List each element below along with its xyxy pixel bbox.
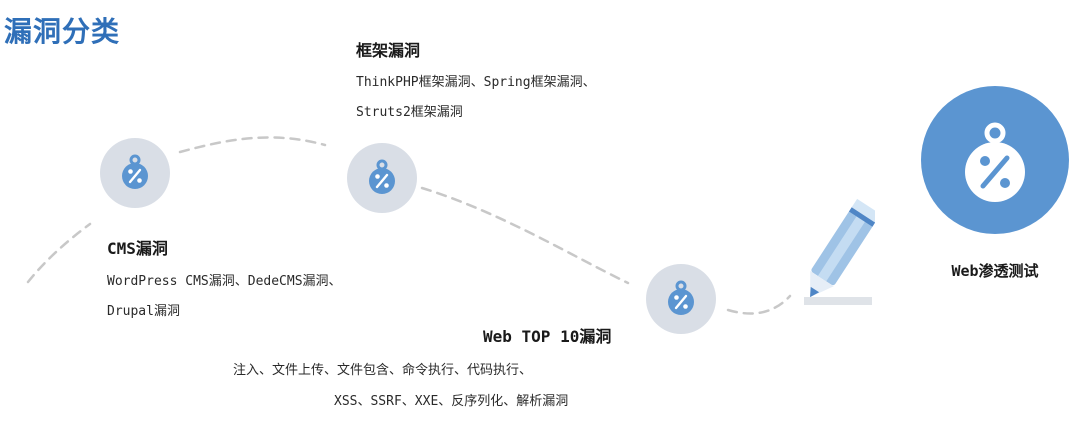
pencil-icon <box>804 198 875 305</box>
percent-bag-icon <box>369 159 395 194</box>
framework-node <box>347 143 417 213</box>
goal-label: Web渗透测试 <box>951 262 1039 280</box>
percent-bag-icon <box>668 280 694 315</box>
page-title: 漏洞分类 <box>4 15 121 48</box>
percent-bag-icon <box>965 122 1025 202</box>
cms-desc-line-1: WordPress CMS漏洞、DedeCMS漏洞、 <box>107 274 342 289</box>
framework-desc-line-1: ThinkPHP框架漏洞、Spring框架漏洞、 <box>356 75 596 90</box>
web-top10-heading: Web TOP 10漏洞 <box>483 327 612 346</box>
web-top10-desc-line-1: 注入、文件上传、文件包含、命令执行、代码执行、 <box>233 363 533 378</box>
cms-heading: CMS漏洞 <box>107 239 168 258</box>
web-top10-desc-line-2: XSS、SSRF、XXE、反序列化、解析漏洞 <box>334 394 569 409</box>
cms-desc-line-2: Drupal漏洞 <box>107 304 180 319</box>
goal-circle <box>921 86 1069 234</box>
cms-node <box>100 138 170 208</box>
framework-heading: 框架漏洞 <box>356 41 421 60</box>
percent-bag-icon <box>122 154 148 189</box>
web-top10-node <box>646 264 716 334</box>
framework-desc-line-2: Struts2框架漏洞 <box>356 105 463 120</box>
